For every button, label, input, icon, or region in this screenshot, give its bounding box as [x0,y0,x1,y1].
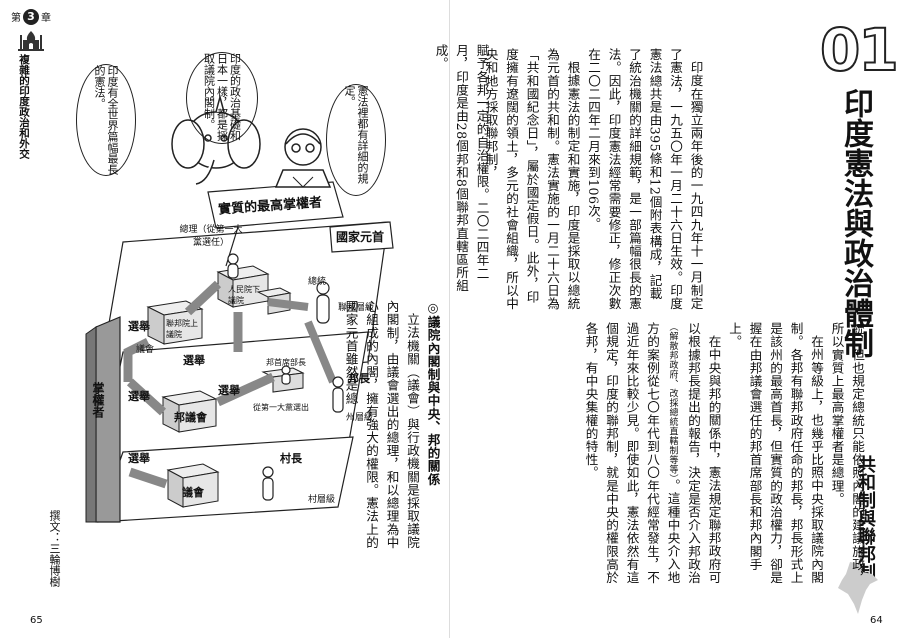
page-number-right: 64 [870,615,883,626]
chief-minister-label: 邦首席部長 [266,358,306,367]
village-head-label: 村長 [280,452,302,465]
page-gutter [449,0,450,638]
section-subtitle: 共和制與聯邦制 [855,455,876,581]
election-label-2: 選舉 [128,390,150,403]
speech-bubble-constitution: 印度有全世界篇幅最長的憲法。 [76,64,136,176]
system-diagram [85,94,394,523]
chapter-badge: 第 3 章 [11,8,51,25]
left-page: 第 3 章 複雜的印度政治和外交 撰文：三輪博樹 65 [8,6,490,626]
page-number-left: 65 [30,615,43,626]
section-title: 印度憲法與政治體制 [838,88,873,358]
lok-sabha-label: 人民院下議院 [228,285,260,305]
state-level-label: 州層級 [346,413,374,423]
right-block2-note: （解散邦政府、改採總統直轄制等等） [667,322,678,479]
right-block1-p1: 印度在獨立兩年後的一九四九年十一月制定了憲法，一九五〇年一月二十六日生效。印度憲… [586,48,704,310]
chapter-suffix: 章 [41,13,51,24]
left-text-col2: 賦予各邦一定的自治權限。二〇二四年二月，印度是由28個邦和8個聯邦直轄區所組成。 [430,44,492,299]
left-text-col1: ◎議院內閣制與中央、邦的關係 立法機關（議會）與行政機關是採取議院內閣制，由議會… [340,300,443,555]
right-text-block1: 印度在獨立兩年後的一九四九年十一月制定了憲法，一九五〇年一月二十六日生效。印度憲… [480,48,706,312]
chapter-tab: 第 3 章 [8,6,54,59]
governor-label: 邦長 [348,372,370,385]
rajya-sabha-label: 聯邦院上議院 [166,319,198,339]
left-col1-heading: ◎議院內閣制與中央、邦的關係 [425,300,441,486]
left-col1-p1: 立法機關（議會）與行政機關是採取議院內閣制，由議會選出的總理，和以總理為中心組成… [343,300,421,549]
right-block2-p1: 統，但也規定總統只能依照內閣的建議施政，所以實質上最高掌權者是總理。 [829,322,866,584]
from-party-label: 從第一大黨選出 [253,403,309,412]
election-label-4: 選舉 [218,384,240,397]
chapter-label: 第 [11,13,21,24]
election-label-3: 選舉 [183,354,205,367]
election-label-1: 選舉 [128,320,150,333]
right-block2-p3b: 。這種中央介入地方的案例從七〇年代到八〇年代經常發生，不過近年來比較少見。即使如… [583,322,681,584]
president-label: 總統 [308,277,327,287]
chapter-number: 3 [23,8,39,25]
left-col2-p1: 賦予各邦一定的自治權限。二〇二四年二月，印度是由28個邦和8個聯邦直轄區所組成。 [433,44,490,293]
right-block2-p3: 在中央與邦的關係中，憲法規定聯邦政府可以根據邦長提出的報告，決定是否介入邦政治 [686,322,722,584]
federal-level-label: 聯邦層級 [338,303,375,313]
right-page: 01 印度憲法與政治體制 共和制與聯邦制 64 印度在獨立兩年後的一九四九年十一… [450,0,900,638]
parliament-label: 議會 [136,345,155,355]
state-assembly-label: 邦議會 [174,411,207,424]
village-council-label: 議會 [182,486,204,499]
right-block1-p2: 根據憲法的制定和實施，印度是採取以總統為元首的共和制。憲法實施的一月二十六日為「… [483,48,581,310]
head-of-state-label: 國家元首 [336,230,385,244]
right-block2-p2: 在州等級上，也幾乎比照中央採取議院內閣制。各邦有聯邦政府任命的邦長，邦長形式上是… [727,322,824,584]
election-label-5: 選舉 [128,452,150,465]
voters-label: 掌權者 [91,382,105,418]
speech-bubble-parliamentary: 印度的政治基礎和日本一樣，都是採取議院內閣制。 [186,52,258,144]
taj-mahal-icon [18,31,44,51]
chapter-title: 複雜的印度政治和外交 [18,54,30,159]
speech-bubble-details: 憲法裡都有詳細的規定。 [326,84,386,196]
politics-illustration: 印度有全世界篇幅最長的憲法。 印度的政治基礎和日本一樣，都是採取議院內閣制。 憲… [68,52,398,524]
india-map-icon [838,562,878,614]
author-credit: 撰文：三輪博樹 [48,510,61,587]
pm-label: 總理（從第一大黨選任） [179,225,243,248]
right-text-block2: 統，但也規定總統只能依照內閣的建議施政，所以實質上最高掌權者是總理。 在州等級上… [580,322,867,590]
section-number: 01 [819,15,900,85]
village-level-label: 村層級 [308,495,336,505]
